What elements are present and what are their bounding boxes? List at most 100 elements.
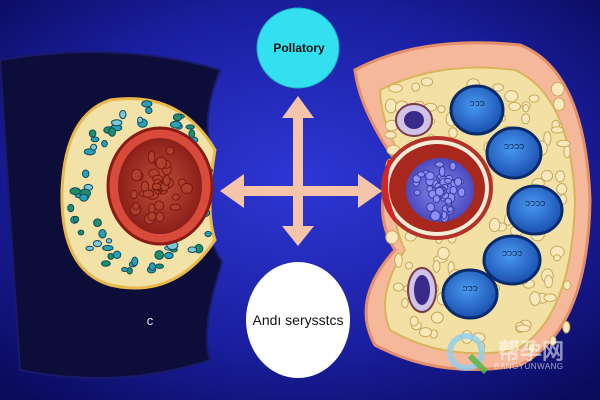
core-bump bbox=[434, 186, 445, 197]
cell-dot bbox=[112, 250, 122, 260]
cell-dot bbox=[137, 116, 144, 124]
tissue-cell bbox=[562, 320, 571, 334]
core-bump bbox=[165, 146, 175, 156]
tissue-cell bbox=[563, 144, 571, 159]
cell-dot bbox=[92, 240, 103, 248]
cell-dot bbox=[88, 129, 97, 138]
core-bump bbox=[417, 171, 426, 178]
cell-dot bbox=[188, 129, 196, 139]
tissue-cell bbox=[529, 291, 541, 306]
left-core-texture bbox=[129, 146, 193, 225]
cell-dot bbox=[148, 262, 156, 272]
tissue-cell bbox=[437, 105, 446, 114]
core-bump bbox=[447, 206, 454, 213]
cell-dot bbox=[90, 143, 98, 151]
cell-dot bbox=[119, 109, 127, 120]
cell-dot bbox=[98, 229, 107, 239]
tissue-cell bbox=[392, 282, 404, 292]
tissue-cell bbox=[543, 293, 557, 303]
blue-cell bbox=[441, 268, 499, 320]
cell-dot bbox=[82, 169, 90, 179]
tissue-cell bbox=[553, 97, 565, 111]
arrow-right-head bbox=[358, 174, 382, 208]
cell-dot bbox=[154, 250, 164, 260]
cell-dot bbox=[172, 113, 183, 122]
watermark-text: 帮孕网 bbox=[498, 339, 565, 365]
cell-dot bbox=[131, 256, 139, 267]
tissue-cell bbox=[488, 217, 501, 233]
cell-dot bbox=[93, 218, 102, 227]
core-bump bbox=[155, 211, 165, 223]
core-bump bbox=[130, 189, 138, 200]
cell-dot bbox=[72, 215, 80, 223]
top-bubble bbox=[256, 7, 340, 89]
cell-dot bbox=[102, 244, 114, 252]
cell-dot bbox=[101, 260, 111, 267]
cell-dot bbox=[141, 100, 153, 108]
tissue-cell bbox=[384, 131, 397, 139]
tissue-cell bbox=[394, 252, 403, 268]
core-bump bbox=[155, 156, 167, 170]
left-tissue-structure bbox=[60, 97, 217, 290]
left-region-mark: c bbox=[146, 313, 154, 328]
tissue-cell bbox=[528, 94, 540, 103]
tissue-cell bbox=[522, 104, 530, 113]
tissue-cell bbox=[540, 170, 554, 182]
cell-dot bbox=[108, 127, 116, 137]
core-bump bbox=[449, 161, 457, 171]
cell-dot bbox=[164, 251, 174, 260]
cell-dot bbox=[67, 203, 75, 213]
cell-dot bbox=[90, 136, 100, 143]
core-bump bbox=[171, 193, 181, 201]
core-bump bbox=[132, 202, 140, 211]
cell-dot bbox=[69, 187, 81, 196]
tissue-cell bbox=[448, 127, 458, 139]
core-bump bbox=[151, 183, 162, 191]
tissue-cell bbox=[553, 254, 561, 262]
tissue-cell bbox=[430, 311, 444, 324]
tissue-cell bbox=[401, 297, 409, 309]
core-bump bbox=[147, 211, 157, 222]
core-bump bbox=[426, 202, 436, 212]
tissue-cell bbox=[562, 280, 572, 291]
tissue-cell bbox=[384, 98, 397, 114]
tissue-cell bbox=[492, 83, 505, 92]
tissue-cell bbox=[409, 315, 419, 327]
cell-dot bbox=[204, 230, 212, 238]
cell-dot bbox=[169, 120, 182, 129]
purple-cell-nucleus bbox=[404, 111, 424, 129]
purple-cell-nucleus bbox=[414, 275, 430, 305]
blue-cell bbox=[482, 234, 542, 286]
core-bump bbox=[441, 210, 448, 220]
tissue-cell bbox=[555, 170, 566, 183]
core-bump bbox=[142, 189, 155, 198]
tissue-cell bbox=[550, 126, 564, 134]
tissue-cell bbox=[385, 230, 399, 245]
tissue-cell bbox=[527, 342, 536, 354]
tissue-cell bbox=[437, 246, 450, 260]
tissue-cell bbox=[549, 335, 557, 346]
tissue-cell bbox=[504, 90, 519, 103]
vertical-arrow-shaft bbox=[293, 112, 303, 232]
cell-dot bbox=[79, 193, 89, 202]
blue-cell bbox=[449, 84, 505, 136]
cell-dot bbox=[121, 267, 129, 272]
tissue-cell bbox=[404, 261, 414, 270]
core-bump bbox=[434, 161, 445, 168]
core-bump bbox=[147, 150, 156, 164]
watermark-logo bbox=[447, 333, 489, 375]
cell-dot bbox=[77, 229, 85, 236]
core-bump bbox=[131, 168, 143, 182]
core-bump bbox=[413, 189, 421, 196]
watermark-subtext: BANGYUNWANG bbox=[494, 362, 564, 371]
tissue-cell bbox=[432, 260, 441, 273]
cell-dot bbox=[187, 246, 198, 253]
cell-dot bbox=[145, 106, 153, 115]
core-bump bbox=[180, 182, 193, 194]
blue-cell-label: ƆƆƆƆ bbox=[503, 144, 525, 151]
core-bump bbox=[457, 187, 466, 198]
cell-dot bbox=[185, 124, 195, 130]
core-bump bbox=[154, 200, 165, 211]
core-bump bbox=[169, 203, 181, 211]
